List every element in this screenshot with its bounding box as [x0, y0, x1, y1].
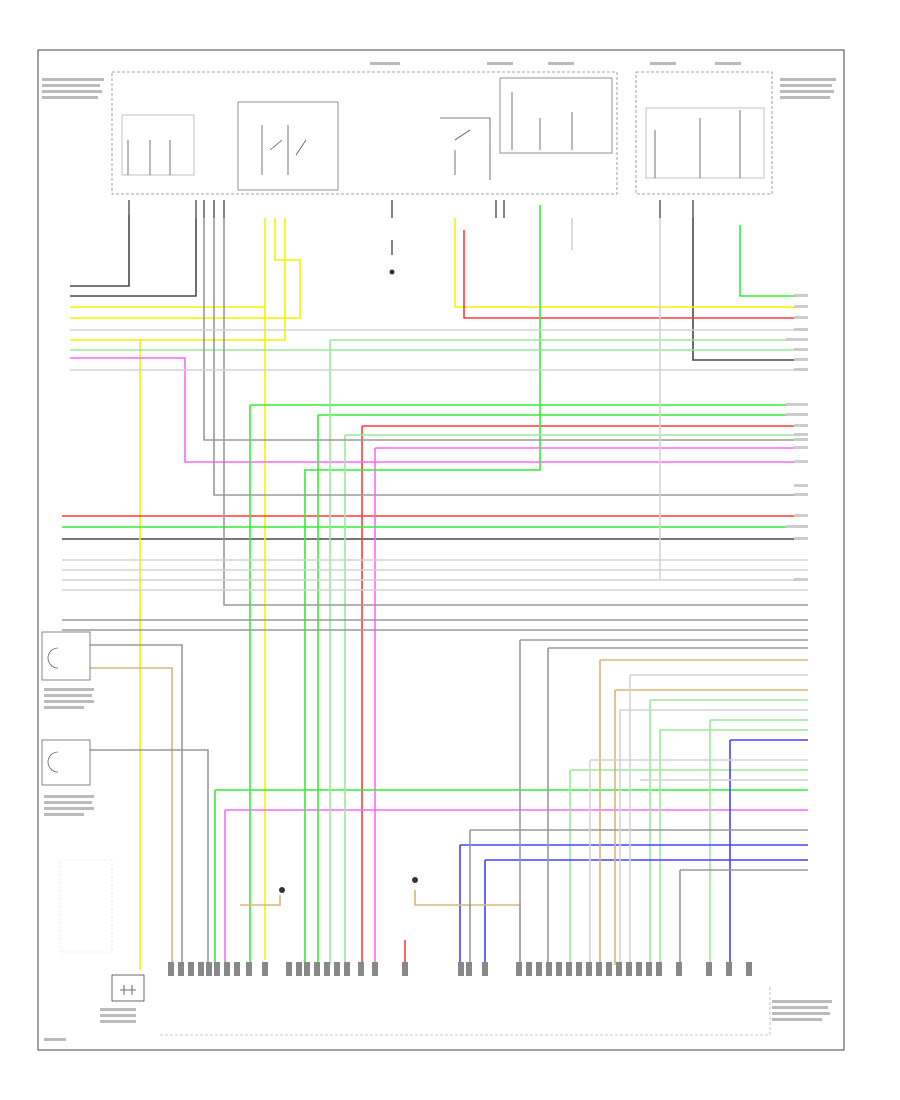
wire-gray-11: [679, 869, 808, 965]
wire-dark-2: [70, 218, 197, 297]
wire-harness: [62, 205, 808, 970]
wire-tan-5: [240, 895, 281, 906]
wire-yellow-4: [454, 218, 808, 308]
sensor-symbols: [41, 631, 91, 786]
wire-lgray-10: [589, 759, 808, 965]
wire-tan-2: [414, 890, 521, 965]
fuel-sender-terminal: [120, 985, 136, 995]
wire-yellow-3: [70, 218, 286, 341]
wire-blue-2: [484, 859, 808, 965]
wire-yellow-1: [70, 218, 266, 308]
wire-dark-3: [692, 218, 808, 361]
wire-lgray-9: [629, 674, 808, 965]
label-blocks: [42, 62, 836, 1041]
relay-contacts: [127, 92, 741, 180]
wire-tan-1: [90, 667, 173, 965]
connector-pins-bottom: [168, 962, 752, 976]
ecu-outline: [160, 985, 771, 1036]
wire-gray-8: [519, 639, 808, 965]
wire-lgreen-7: [569, 769, 808, 965]
wire-lgreen-6: [649, 699, 808, 965]
relay-right: [499, 77, 613, 154]
relay-left: [121, 114, 195, 176]
junction-block-top: [111, 71, 618, 195]
wire-blue-3: [729, 739, 808, 965]
wire-pink-1: [70, 357, 808, 463]
wire-green-2: [304, 205, 541, 965]
wire-gray-3: [223, 218, 808, 606]
relay-far-right: [645, 107, 765, 179]
ground-symbols: [279, 269, 418, 893]
relay-mid: [237, 101, 339, 191]
wire-green-1: [739, 225, 808, 297]
wire-gray-9: [547, 647, 808, 965]
wire-lgray-11: [619, 709, 808, 965]
wire-lgreen-9: [659, 729, 808, 965]
wire-lgreen-8: [709, 719, 808, 965]
wire-tan-3: [599, 659, 808, 965]
junction-block-right: [635, 71, 773, 195]
wire-gray-10: [469, 829, 808, 965]
wire-gray-6: [90, 644, 183, 965]
wire-tan-4: [614, 689, 808, 965]
relay-pin-stubs: [128, 200, 694, 255]
wire-dark-1: [70, 215, 130, 287]
wire-gray-1: [203, 218, 808, 441]
fuel-sender: [111, 974, 145, 1002]
inertia-switch: [59, 859, 113, 953]
diagram-frame: [37, 49, 845, 1051]
wire-gray-7: [90, 749, 209, 965]
right-wire-labels: [786, 294, 808, 581]
wire-gray-2: [213, 218, 808, 496]
wire-red-1: [463, 230, 808, 319]
